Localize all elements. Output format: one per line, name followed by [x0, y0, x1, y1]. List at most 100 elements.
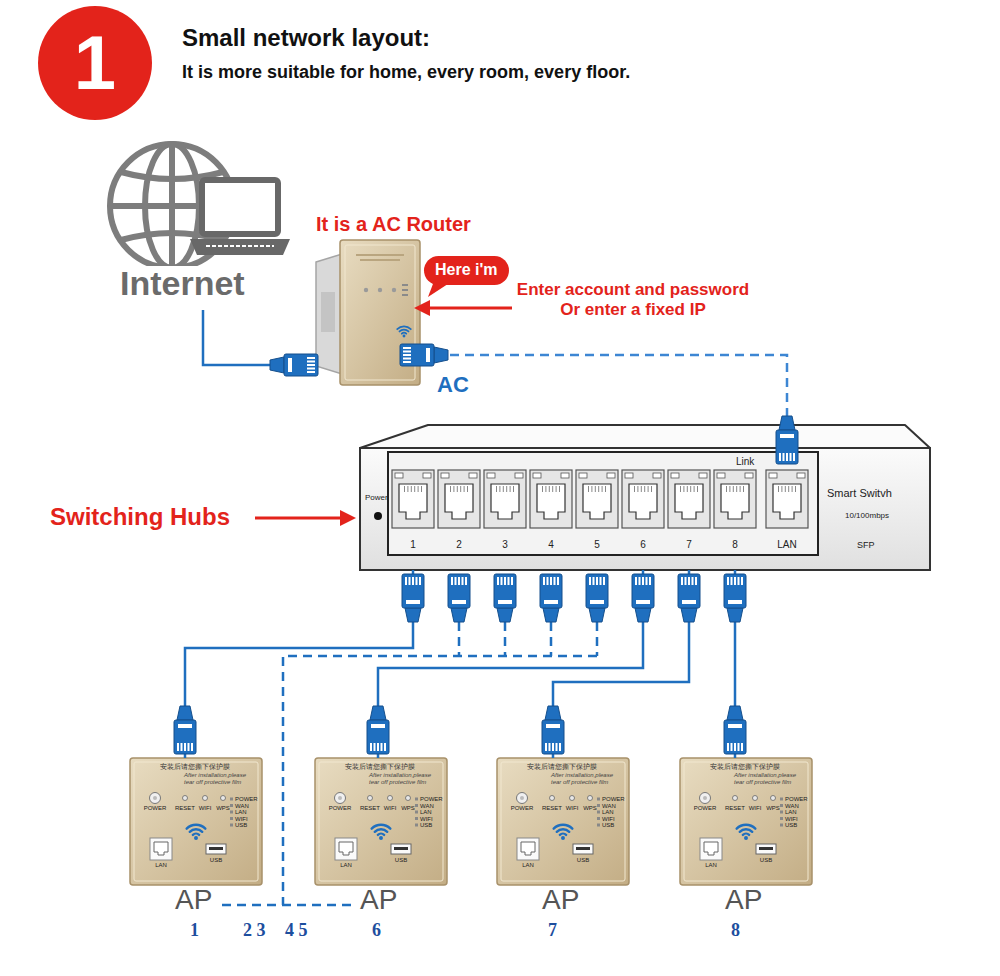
rj45-plug: [511, 577, 513, 585]
rj45-plug: [544, 600, 558, 604]
wifi-symbol: [399, 330, 408, 332]
ethernet-port: [438, 470, 480, 528]
led-label: WPS: [213, 805, 233, 812]
led-label: WIFI: [420, 816, 433, 822]
led-label: USB: [235, 822, 247, 828]
ap-panel: [221, 796, 226, 801]
ethernet-port: [699, 473, 707, 478]
led-label: WIFI: [195, 805, 215, 812]
rj45-plug: [367, 720, 389, 754]
callout-number: 7: [548, 920, 557, 941]
led-label: WPS: [763, 805, 783, 812]
wifi-symbol: [378, 834, 384, 835]
rj45-plug: [728, 724, 742, 728]
dashed-cable: [222, 622, 597, 905]
port-number: 1: [403, 539, 423, 551]
rj45-plug: [543, 577, 545, 585]
ethernet-port: [785, 486, 786, 492]
ap-panel: [335, 793, 346, 804]
ap-panel: [230, 804, 233, 807]
ethernet-port: [559, 486, 560, 492]
rj45-plug: [550, 577, 552, 585]
device-label: AP: [725, 886, 762, 914]
wifi-symbol: [190, 829, 202, 832]
wifi-symbol: [740, 829, 752, 832]
rj45-plug: [405, 577, 407, 585]
rj45-plug: [783, 453, 785, 461]
ethernet-port: [729, 486, 730, 492]
wifi-symbol: [402, 332, 407, 335]
device-label: AP: [360, 886, 397, 914]
ap-panel: [150, 793, 161, 804]
ap-panel: [319, 762, 443, 881]
rj45-plug: [307, 364, 315, 366]
ap-panel: [415, 817, 418, 820]
rj45-plug: [559, 743, 561, 751]
led-label: WIFI: [562, 805, 582, 812]
rj45-plug: [462, 577, 464, 585]
ethernet-port: [675, 484, 703, 519]
rj45-plug: [727, 608, 743, 622]
ap-panel: [394, 847, 408, 850]
wifi-symbol: [561, 836, 565, 840]
ethernet-port: [457, 486, 458, 492]
rj45-plug: [728, 600, 742, 604]
wifi-symbol: [560, 834, 566, 835]
rj45-plug: [181, 743, 183, 751]
router-device: [378, 288, 382, 292]
rj45-plug: [790, 453, 792, 461]
wifi-symbol: [375, 829, 387, 832]
ap-panel: [704, 842, 718, 855]
port-label: LAN: [772, 539, 802, 551]
rj45-plug: [426, 348, 430, 362]
ethernet-port: [651, 486, 652, 492]
rj45-plug: [724, 574, 746, 622]
ap-panel: [230, 824, 233, 827]
router-device: [364, 288, 368, 292]
ethernet-port: [411, 486, 412, 492]
led-label: POWER: [785, 796, 808, 802]
rj45-plug: [549, 743, 551, 751]
switch-ports: [392, 470, 808, 528]
ethernet-port: [788, 486, 789, 492]
callout-number: 4 5: [285, 920, 308, 941]
led-label: USB: [785, 822, 797, 828]
led-label: LAN: [785, 809, 797, 815]
ethernet-port: [644, 486, 645, 492]
ap-panel: [759, 847, 773, 850]
router-wifi: [397, 326, 411, 337]
ap-panel: [203, 796, 208, 801]
ap-panel: [153, 796, 157, 800]
film-note: 安装后请您撕下保护膜: [527, 763, 597, 771]
rj45-plug: [542, 720, 564, 754]
rj45-plug: [635, 577, 637, 585]
rj45-plug: [642, 577, 644, 585]
title: Small network layout:: [182, 24, 430, 52]
ethernet-port: [714, 470, 756, 528]
ethernet-port: [637, 486, 638, 492]
led-label: RESET: [359, 805, 381, 812]
ethernet-port: [469, 473, 477, 478]
rj45-plug: [370, 706, 386, 720]
ap-panel: [780, 817, 783, 820]
wall-access-point: 安装后请您撕下保护膜After installation,please tear…: [130, 758, 262, 885]
rj45-plug: [556, 743, 558, 751]
film-note: After installation,please tear off prote…: [734, 772, 800, 785]
rj45-plug: [557, 577, 559, 585]
ap-panel: [703, 796, 707, 800]
rj45-plug: [547, 577, 549, 585]
ethernet-port: [726, 486, 727, 492]
rj45-plug: [288, 358, 292, 372]
ap-panels: [130, 758, 812, 885]
ethernet-port: [648, 486, 649, 492]
cable-connector: [185, 570, 413, 758]
ap-panel: [756, 844, 776, 854]
rj45-plug: [188, 743, 190, 751]
ap-panel: [550, 796, 555, 801]
rj45-plug: [727, 706, 743, 720]
rj45-plug: [406, 600, 420, 604]
rj45-plug: [465, 577, 467, 585]
ap-panel: [597, 817, 600, 820]
rj45-plug: [448, 574, 470, 608]
ethernet-port: [766, 470, 808, 528]
